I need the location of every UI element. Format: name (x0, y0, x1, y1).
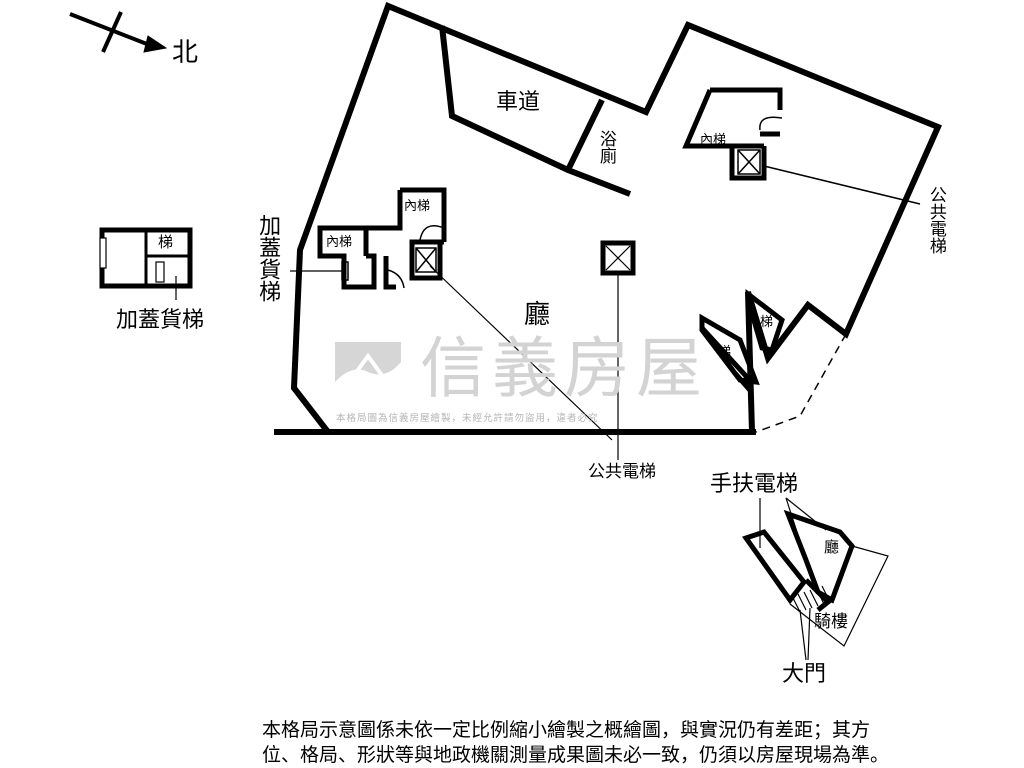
disclaimer-line-2: 位、格局、形狀等與地政機關測量成果圖未必一致，仍須以房屋現場為準。 (262, 744, 890, 766)
callout-added-freight-elevator: 加蓋貨梯 (116, 308, 205, 333)
room-inner-stair-left: 內梯 (326, 235, 353, 250)
room-inner-stair-top: 內梯 (404, 199, 431, 214)
watermark-brand: 信義房屋 (420, 330, 708, 407)
callout-public-elevator-right: 公共電梯 (925, 186, 946, 254)
right-stair-details (737, 116, 921, 205)
room-arcade: 騎樓 (814, 612, 848, 632)
north-label: 北 (172, 38, 199, 68)
callout-added-freight-elevator-vertical: 加蓋貨梯 (255, 214, 281, 302)
callout-escalator: 手扶電梯 (710, 472, 799, 497)
room-hall: 廳 (524, 300, 551, 330)
right-stair-cluster (682, 87, 783, 181)
room-inset-hall: 廳 (824, 538, 840, 556)
public-elevator-shaft (600, 240, 636, 276)
room-inner-stair-right: 內梯 (700, 133, 727, 148)
callout-public-elevator-bottom: 公共電梯 (588, 462, 656, 482)
freight-elevator-box (99, 227, 193, 289)
callout-main-gate: 大門 (782, 662, 827, 687)
room-stair-b: 梯 (718, 345, 732, 360)
room-bath-toilet: 浴廁 (595, 130, 616, 164)
north-arrow-icon (69, 11, 168, 53)
disclaimer-line-1: 本格局示意圖係未依一定比例縮小繪製之概繪圖，與實況仍有差距；其方 (262, 719, 871, 741)
left-stair-cluster (317, 187, 447, 290)
room-driveway: 車道 (496, 90, 541, 115)
disclaimer: 本格局示意圖係未依一定比例縮小繪製之概繪圖，與實況仍有差距；其方 位、格局、形狀… (262, 718, 889, 768)
watermark-caption: 本格局圖為信義房屋繪製，未經允許請勿盜用，違者必究 (336, 413, 599, 424)
room-stair-a: 梯 (760, 315, 774, 330)
watermark-logo (335, 342, 401, 400)
inset-detail (742, 497, 889, 661)
dashed-boundary (755, 333, 847, 433)
escalator-pieces (699, 288, 785, 397)
room-stair-small: 梯 (158, 233, 174, 251)
